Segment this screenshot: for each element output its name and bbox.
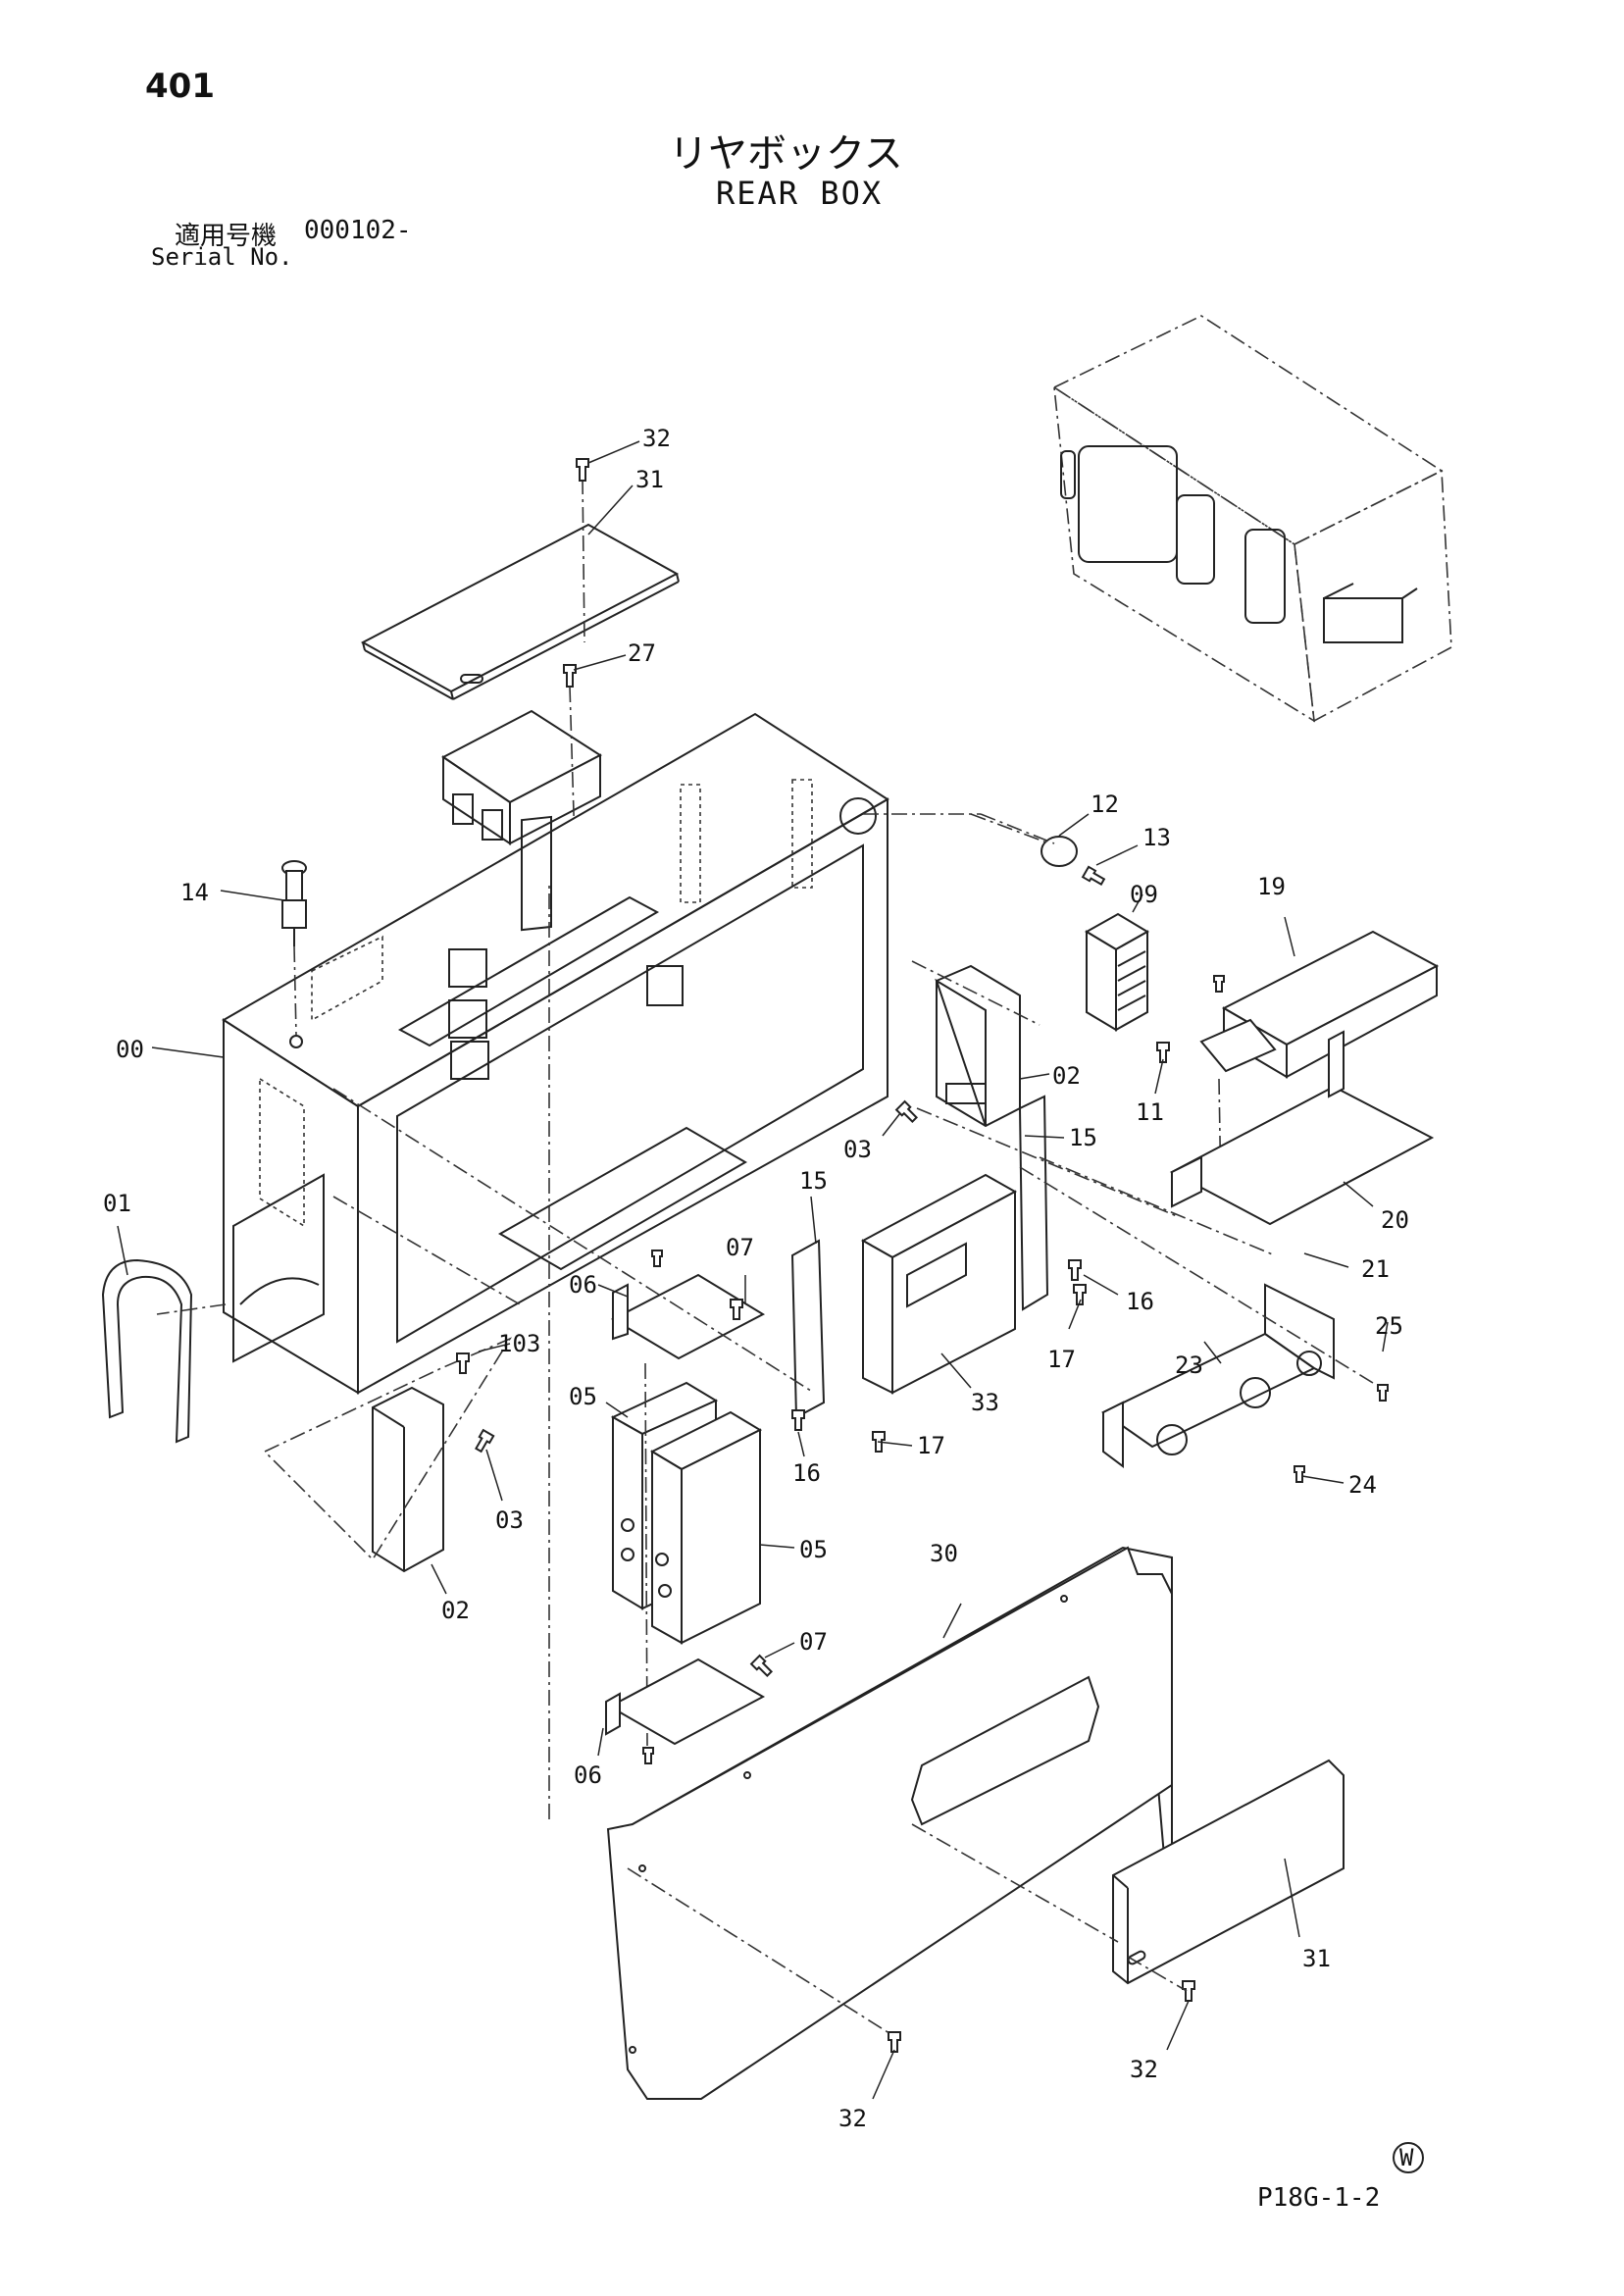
part-label-20: 20: [1381, 1206, 1409, 1234]
part-label-103: 103: [498, 1330, 540, 1357]
serial-value: 000102-: [304, 216, 412, 245]
part-label-32: 32: [838, 2105, 867, 2132]
page-number: 401: [145, 67, 215, 106]
part-label-25: 25: [1375, 1312, 1403, 1340]
part-label-31: 31: [1302, 1945, 1331, 1972]
rear-panel: [548, 883, 1173, 2100]
part-label-05: 05: [799, 1536, 828, 1563]
assembly-lines: [156, 813, 1374, 2036]
ecu-unit: [790, 1095, 1087, 1453]
part-label-15: 15: [799, 1167, 828, 1195]
part-label-14: 14: [180, 879, 209, 906]
side-cover-left: [263, 1337, 513, 1573]
drawing-code: P18G-1-2: [1257, 2183, 1381, 2213]
part-label-09: 09: [1130, 881, 1158, 908]
part-label-16: 16: [1126, 1288, 1154, 1315]
part-label-33: 33: [971, 1389, 999, 1416]
leader-lines: [117, 440, 1389, 2100]
top-cover-plate: [360, 458, 680, 700]
part-label-27: 27: [628, 639, 656, 667]
serial-label-english: Serial No.: [151, 243, 293, 271]
clamp: [970, 813, 1106, 886]
part-label-17: 17: [1047, 1346, 1076, 1373]
part-label-24: 24: [1348, 1471, 1377, 1499]
part-label-07: 07: [726, 1234, 754, 1261]
part-label-16: 16: [792, 1459, 821, 1487]
part-labels: 32 31 27 14 00 01 12 13 09 19 11 02 03 1…: [103, 425, 1409, 2132]
part-label-06: 06: [574, 1761, 602, 1789]
part-label-11: 11: [1136, 1098, 1164, 1126]
part-label-32: 32: [642, 425, 671, 452]
part-label-02: 02: [441, 1597, 470, 1624]
terminal-block: [1085, 912, 1170, 1063]
part-label-12: 12: [1091, 791, 1119, 818]
relay-box-pair: [610, 1362, 763, 1747]
part-label-17: 17: [917, 1432, 945, 1459]
part-label-05: 05: [569, 1383, 597, 1410]
handle-trim: [101, 1258, 193, 1444]
part-label-32: 32: [1130, 2056, 1158, 2083]
part-label-21: 21: [1361, 1255, 1390, 1283]
title-japanese: リヤボックス: [669, 131, 903, 177]
part-label-13: 13: [1142, 824, 1171, 851]
serial-label-japanese: 適用号機: [175, 222, 278, 251]
part-label-03: 03: [843, 1136, 872, 1163]
part-label-31: 31: [635, 466, 664, 493]
part-label-07: 07: [799, 1628, 828, 1656]
part-label-15: 15: [1069, 1124, 1097, 1151]
part-label-02: 02: [1052, 1062, 1081, 1090]
circled-w-mark-text: W: [1399, 2144, 1414, 2171]
title-english: REAR BOX: [716, 175, 884, 212]
part-label-06: 06: [569, 1271, 597, 1299]
part-label-23: 23: [1175, 1352, 1203, 1379]
connector-bracket: [1101, 1283, 1389, 1483]
lower-mount-bracket: [605, 1654, 774, 1764]
part-label-30: 30: [930, 1540, 958, 1567]
controller-unit: [1199, 930, 1440, 1198]
rear-box-frame: [222, 712, 889, 1395]
side-cover-right: [894, 964, 1021, 1128]
machine-inset-illustration: [1052, 315, 1452, 723]
mounting-bracket: [1169, 1030, 1435, 1226]
part-label-03: 03: [495, 1506, 524, 1534]
part-label-00: 00: [116, 1036, 144, 1063]
part-label-19: 19: [1257, 873, 1286, 900]
circled-w-mark: W: [1393, 2142, 1424, 2173]
access-cover: [888, 1759, 1345, 2053]
part-label-01: 01: [103, 1190, 131, 1217]
knob-switch: [281, 860, 307, 1036]
upper-mount-bracket: [610, 1250, 766, 1360]
